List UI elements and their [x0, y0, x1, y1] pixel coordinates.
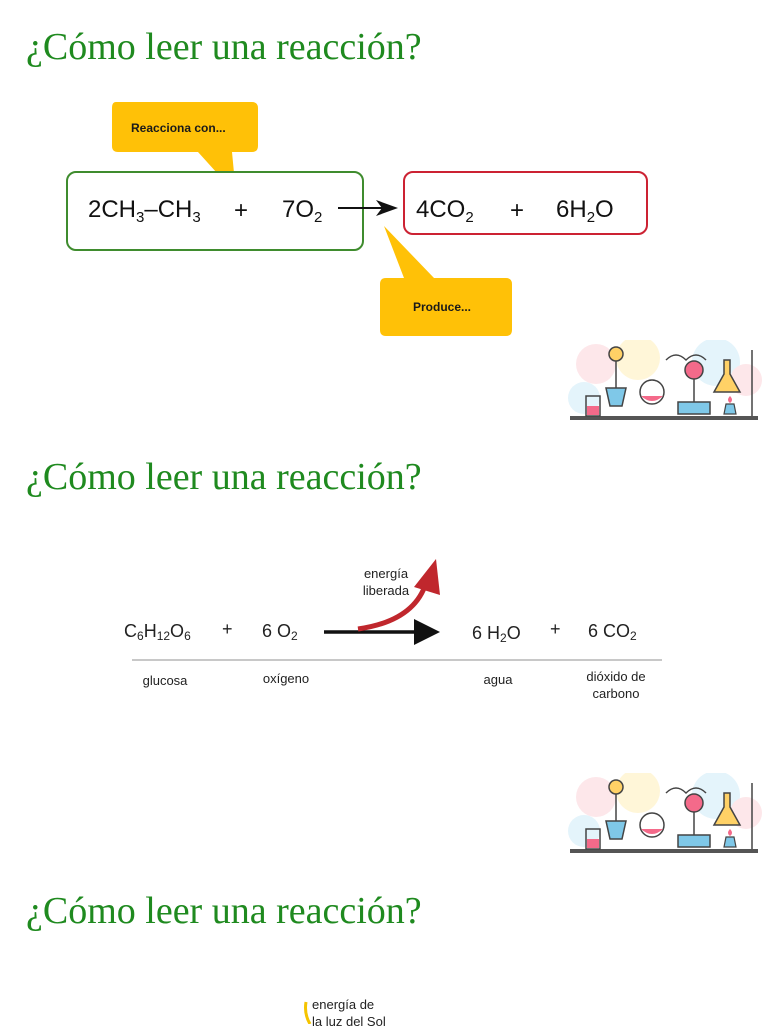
label-agua: agua	[483, 672, 513, 687]
slide-title: ¿Cómo leer una reacción?	[26, 890, 422, 932]
water-formula: 6 H2O	[472, 623, 521, 645]
label-oxigeno: oxígeno	[262, 671, 310, 686]
product-plus: +	[510, 197, 525, 224]
sunlight-arrow	[304, 1001, 312, 1024]
reactant-oxygen: 7O2	[282, 196, 323, 226]
callout-bottom-text: Produce...	[413, 300, 472, 314]
slide-title: ¿Cómo leer una reacción?	[26, 456, 422, 498]
slide-title: ¿Cómo leer una reacción?	[26, 26, 422, 68]
energy-released-arrow	[357, 582, 429, 632]
reactant-plus: +	[234, 197, 249, 224]
plus-sign: +	[222, 619, 233, 639]
lab-equipment-illustration	[568, 340, 762, 420]
callout-bottom-bubble	[380, 226, 512, 336]
lab-equipment-illustration	[568, 773, 762, 853]
product-co2: 4CO2	[416, 196, 474, 226]
energy-label: energía liberada	[362, 566, 410, 598]
label-dioxido-de-carbono: dióxido de carbono	[586, 669, 646, 701]
sunlight-energy-label: energía de la luz del Sol	[312, 997, 386, 1029]
divider-line	[132, 659, 662, 661]
co2-formula: 6 CO2	[588, 621, 637, 643]
products-box	[403, 171, 648, 235]
reactant-ethane: 2CH3–CH3	[88, 196, 201, 226]
label-glucosa: glucosa	[142, 673, 188, 688]
plus-sign: +	[550, 619, 561, 639]
reaction-arrow	[338, 200, 398, 216]
oxygen-formula: 6 O2	[262, 621, 298, 643]
callout-top-text: Reacciona con...	[131, 121, 226, 135]
reaction-arrow	[324, 559, 440, 645]
product-water: 6H2O	[556, 196, 614, 226]
reactants-box	[66, 171, 364, 251]
glucose-formula: C6H12O6	[124, 621, 191, 643]
